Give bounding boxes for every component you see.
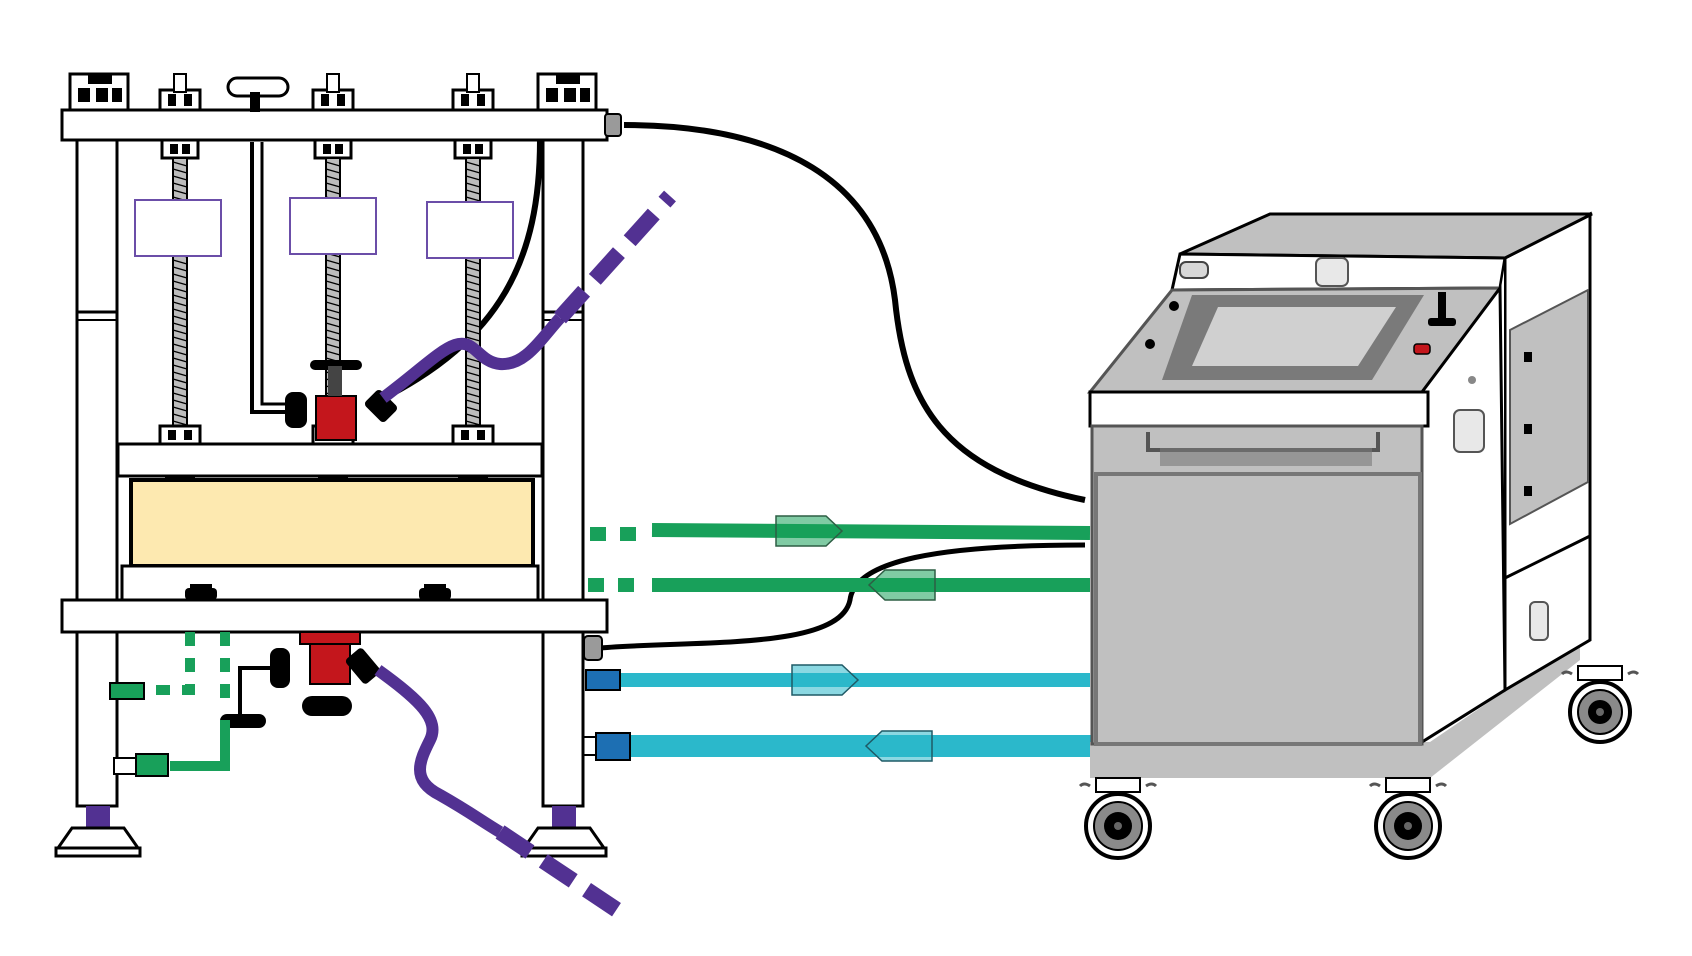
arrow-left-icon (864, 730, 933, 762)
bottom-cable (599, 542, 1086, 651)
loading-plate (116, 442, 544, 478)
top-beam (60, 108, 609, 142)
emergency-stop-icon (1413, 343, 1431, 355)
right-foot (520, 806, 608, 858)
top-valve (285, 360, 398, 441)
load-frame-icon (54, 72, 622, 858)
sample-box-icon (129, 478, 535, 568)
top-cable (623, 122, 1086, 503)
green-line-2 (588, 569, 1090, 601)
caster-wheel-icon (1078, 777, 1158, 860)
blue-connector-1 (585, 669, 621, 691)
arrow-left-icon (867, 569, 936, 601)
label-box-1 (134, 199, 222, 257)
joystick-icon (1428, 292, 1456, 326)
caster-wheel-icon (1368, 777, 1448, 860)
inner-black-tube (378, 139, 543, 403)
caster-wheel-icon (1560, 665, 1640, 744)
red-valve-icon (315, 395, 357, 441)
corner-nut-left (68, 72, 130, 112)
caster-wheels (1078, 665, 1640, 860)
green-drain-lines (109, 632, 230, 777)
base-plate (120, 564, 540, 602)
cabinet-ledge (1088, 390, 1430, 428)
corner-nut-right (536, 72, 598, 112)
bottom-beam (60, 598, 609, 634)
cable-port-bottom (583, 635, 603, 661)
green-line-1 (590, 515, 1091, 547)
cyan-line-1 (585, 664, 1090, 696)
arrow-right-icon (775, 515, 844, 547)
base-bolts (185, 584, 451, 600)
purple-pipe (374, 190, 676, 919)
cabinet-door (1094, 472, 1422, 746)
bottom-valve (220, 631, 381, 728)
left-column (75, 134, 119, 808)
control-unit-icon (1078, 211, 1640, 860)
label-box-2 (289, 197, 377, 255)
cable-port-top (604, 113, 622, 137)
blue-connector-2 (595, 732, 631, 761)
flow-lines (579, 515, 1095, 762)
label-box-3 (426, 201, 514, 259)
right-column (541, 134, 585, 808)
signal-cables (378, 122, 1086, 651)
red-valve-icon (309, 639, 351, 685)
arrow-right-icon (791, 664, 860, 696)
left-foot (54, 806, 142, 858)
cyan-line-2 (579, 730, 1095, 762)
